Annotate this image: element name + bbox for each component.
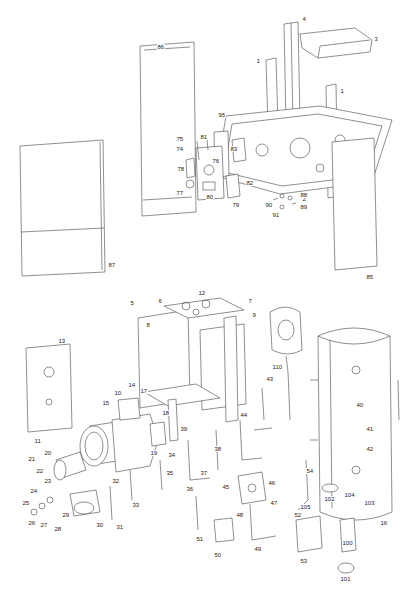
callout-number: 49 [254,546,262,552]
callout-number: 11 [34,438,41,444]
callout-number: 30 [96,522,104,528]
callout-number: 6 [158,298,162,304]
callout-number: 80 [206,194,214,200]
callout-number: 43 [266,376,274,382]
callout-number: 19 [150,450,158,456]
callout-number: 86 [157,44,165,50]
callout-number: 34 [168,452,176,458]
callout-number: 48 [236,512,244,518]
callout-number: 47 [270,500,278,506]
callout-number: 102 [324,496,335,502]
callout-number: 27 [40,522,48,528]
callout-number: 7 [248,298,252,304]
callout-number: 1 [256,58,260,64]
callout-number: 33 [132,502,140,508]
callout-number: 1 [340,88,344,94]
callout-number: 81 [200,134,208,140]
callout-number: 90 [265,202,273,208]
callout-number: 74 [176,146,184,152]
callout-number: 9 [252,312,256,318]
callout-number: 26 [28,520,36,526]
callout-number: 89 [300,204,308,210]
callout-number: 91 [272,212,280,218]
callout-number: 52 [294,512,302,518]
callout-number: 10 [114,390,122,396]
callout-number: 104 [344,492,355,498]
callout-number: 82 [246,180,254,186]
callout-number: 17 [140,388,148,394]
callout-number: 16 [380,520,388,526]
callout-number: 83 [230,146,238,152]
callout-number: 38 [214,446,222,452]
callout-number: 23 [44,478,52,484]
callout-number: 36 [186,486,194,492]
callout-number: 101 [340,576,351,582]
callout-number: 14 [128,382,136,388]
callout-number: 95 [218,112,226,118]
callout-number: 45 [222,484,230,490]
callout-number: 21 [28,456,36,462]
callout-number: 28 [54,526,62,532]
callout-number: 100 [342,540,353,546]
callout-number: 51 [196,536,204,542]
callout-number: 5 [130,300,134,306]
callout-number: 15 [102,400,110,406]
callout-number: 44 [240,412,248,418]
callout-number: 85 [366,274,374,280]
callout-number: 79 [232,202,240,208]
callout-number: 24 [30,488,38,494]
callout-number: 29 [62,512,70,518]
callout-number: 42 [366,446,374,452]
callout-number: 75 [176,136,184,142]
callout-number: 3 [374,36,378,42]
callout-number: 105 [300,504,311,510]
callout-number: 32 [112,478,120,484]
callout-number: 76 [212,158,220,164]
callout-number: 78 [177,166,185,172]
callout-number: 35 [166,470,174,476]
callout-number: 22 [36,468,44,474]
callout-number: 25 [22,500,30,506]
callout-number: 53 [300,558,308,564]
callout-number: 20 [44,450,52,456]
callout-number: 8 [146,322,150,328]
callout-number: 77 [176,190,184,196]
callout-number: 39 [180,426,188,432]
callout-number: 18 [162,410,170,416]
callout-number: 31 [116,524,124,530]
callout-number: 37 [200,470,208,476]
callout-number: 41 [366,426,374,432]
callout-number: 103 [364,500,375,506]
callout-number: 13 [58,338,66,344]
callout-number: 12 [198,290,206,296]
callout-number: 88 [300,192,308,198]
callout-number: 40 [356,402,364,408]
callout-number: 50 [214,552,222,558]
callout-number: 54 [306,468,314,474]
callout-number: 110 [272,364,283,370]
callout-number: 46 [268,480,276,486]
callout-number: 87 [108,262,116,268]
callout-number: 4 [302,16,306,22]
